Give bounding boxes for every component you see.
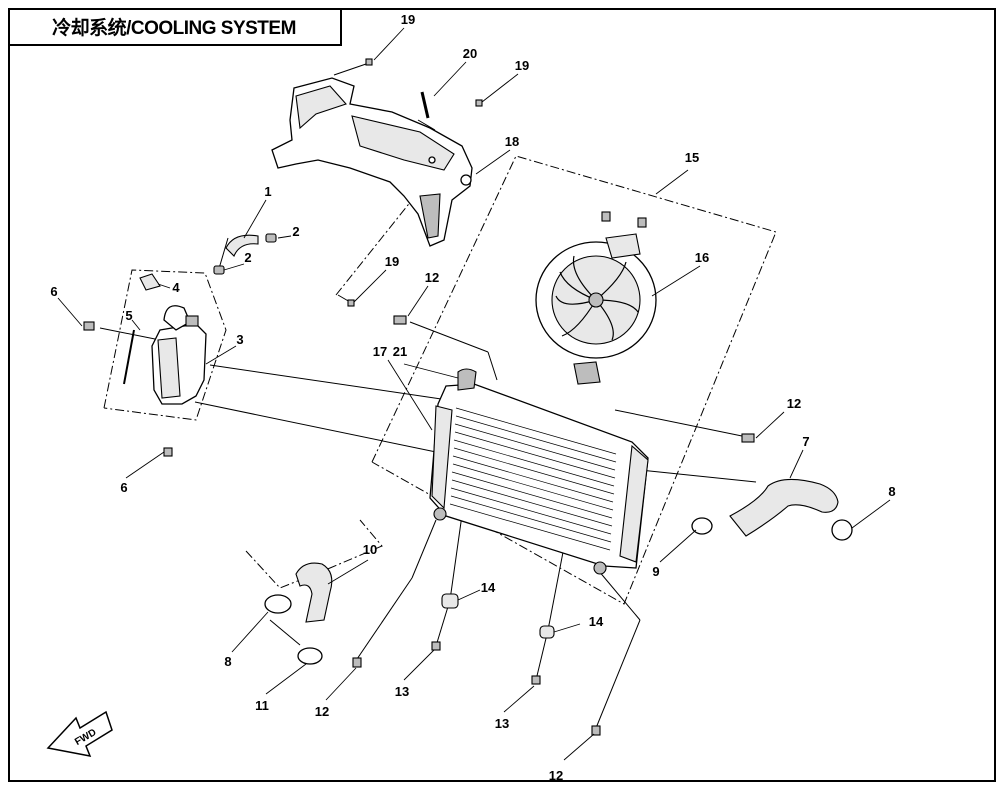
cooling-fan-part (535, 233, 657, 385)
bolt-6-left (83, 321, 95, 331)
callout-9: 9 (652, 564, 659, 579)
callout-12-bottom: 12 (549, 768, 563, 783)
callout-18: 18 (505, 134, 519, 149)
callout-17: 17 (373, 344, 387, 359)
callout-19-right: 19 (515, 58, 529, 73)
callout-13-right: 13 (495, 716, 509, 731)
small-hose-1 (225, 234, 259, 257)
tube-5 (123, 329, 135, 385)
callout-2-lower: 2 (244, 250, 251, 265)
callout-4: 4 (172, 280, 180, 295)
callout-16: 16 (695, 250, 709, 265)
callout-leaders (57, 27, 891, 761)
callout-6-bottom: 6 (120, 480, 127, 495)
title-box: 冷却系统/COOLING SYSTEM (8, 8, 342, 46)
group-outline-expansion-tank (103, 269, 227, 421)
callout-11: 11 (255, 698, 269, 713)
callout-7: 7 (802, 434, 809, 449)
screw-19-lower (347, 299, 355, 307)
expansion-tank-part (151, 305, 207, 405)
callout-20: 20 (463, 46, 477, 61)
clamp-2-upper (265, 233, 277, 243)
group-outline-fan-assembly (371, 155, 777, 605)
radiator-hose-7 (729, 478, 839, 537)
callout-19-lower: 19 (385, 254, 399, 269)
callout-8-left: 8 (224, 654, 231, 669)
clamp-8-left (264, 594, 292, 614)
screw-19-top (365, 58, 373, 66)
screw-19-right (475, 99, 483, 107)
callout-21: 21 (393, 344, 407, 359)
bolt-12-lower-left (352, 657, 362, 668)
pin-20 (420, 91, 430, 119)
callout-19-top: 19 (401, 12, 415, 27)
callout-2-upper: 2 (292, 224, 299, 239)
forward-arrow-icon: FWD (46, 710, 113, 757)
bolt-12-right (741, 433, 755, 443)
callout-12-right: 12 (787, 396, 801, 411)
grommet-14-right (539, 625, 555, 639)
callout-numbers: 1 2 2 3 4 5 6 6 7 8 8 9 10 11 12 12 12 1… (50, 12, 895, 783)
grommet-14-left (441, 593, 459, 609)
callout-10: 10 (363, 542, 377, 557)
lower-hose-10 (295, 562, 333, 623)
callout-5: 5 (125, 308, 132, 323)
nut-13-left (431, 641, 441, 651)
clamp-9 (691, 517, 713, 535)
bolt-12-upper (393, 315, 407, 325)
cap-4 (139, 273, 161, 291)
group-outline-hose (245, 519, 383, 589)
callout-8-right: 8 (888, 484, 895, 499)
clamp-2-lower (213, 265, 225, 275)
callout-1: 1 (264, 184, 271, 199)
callout-14-left: 14 (481, 580, 496, 595)
nut-13-right (531, 675, 541, 685)
callout-14-right: 14 (589, 614, 604, 629)
fan-nut-left (601, 211, 611, 222)
callout-13-left: 13 (395, 684, 409, 699)
radiator-part (429, 368, 649, 575)
diagram-frame (8, 8, 996, 782)
clamp-8-right (831, 519, 853, 541)
radiator-shroud-part (271, 77, 473, 247)
bolt-6-bottom (163, 447, 173, 457)
callout-15: 15 (685, 150, 699, 165)
callout-6-left: 6 (50, 284, 57, 299)
callout-12-lower-left: 12 (315, 704, 329, 719)
callout-12-upper: 12 (425, 270, 439, 285)
clamp-11 (297, 647, 323, 665)
callout-3: 3 (236, 332, 243, 347)
fan-nut-right (637, 217, 647, 228)
bolt-12-bottom (591, 725, 601, 736)
diagram-title: 冷却系统/COOLING SYSTEM (52, 17, 296, 39)
